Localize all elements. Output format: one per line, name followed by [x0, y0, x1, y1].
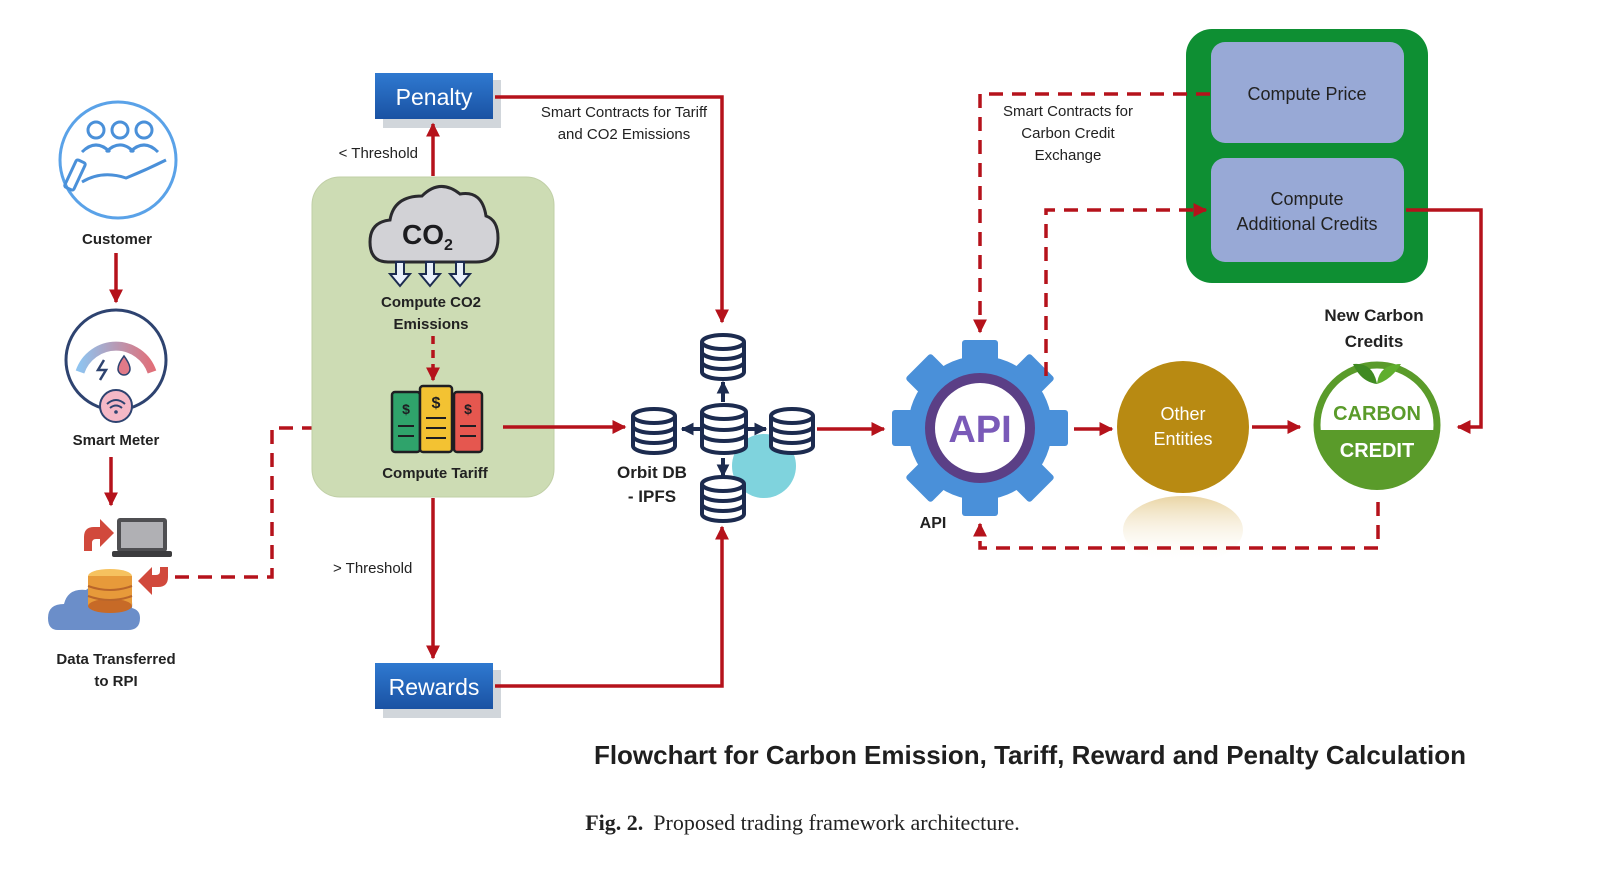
cloud-database-icon [48, 569, 140, 630]
figure-caption-text: Proposed trading framework architecture. [653, 810, 1020, 835]
new-carbon-label-1: New Carbon [1324, 306, 1423, 325]
database-icon-bottom [700, 475, 746, 523]
data-transfer-node: Data Transferred to RPI [48, 518, 176, 690]
co2-cloud-icon [368, 185, 500, 264]
smart-meter-label: Smart Meter [73, 432, 160, 449]
compute-price-box [1211, 42, 1404, 143]
credit-word: CREDIT [1340, 440, 1414, 462]
compute-additional-label-1: Compute [1270, 189, 1343, 209]
customer-node: Customer [58, 100, 178, 248]
co2-subscript: 2 [444, 237, 453, 254]
orbit-label-2: - IPFS [628, 487, 676, 506]
arrow-penalty-to-orbit [495, 95, 729, 324]
database-icon-top [700, 333, 746, 381]
other-entities-circle [1117, 361, 1249, 493]
penalty-box [375, 73, 493, 119]
api-gear-text: API [948, 409, 1011, 451]
database-icon-right [769, 407, 815, 455]
smart-contracts-tariff-label-1: Smart Contracts for Tariff [541, 104, 708, 121]
tariff-node: $ $ $ Compute Tariff [382, 384, 489, 482]
compute-additional-node: Compute Additional Credits [1211, 158, 1404, 262]
return-arrow-icon [138, 567, 168, 595]
data-transferred-label-2: to RPI [94, 673, 137, 690]
rewards-node: Rewards [375, 663, 501, 718]
smart-contracts-carbon-label-1: Smart Contracts for [1003, 103, 1133, 120]
compute-price-node: Compute Price [1211, 42, 1404, 143]
penalty-label: Penalty [396, 84, 473, 110]
other-entities-node: Other Entities [1117, 361, 1249, 564]
api-label: API [920, 515, 947, 532]
people-icon [63, 120, 167, 192]
dashed-arrow-rpi-to-tariff [175, 421, 368, 579]
compute-additional-label-2: Additional Credits [1236, 214, 1377, 234]
network-arrows-icon [680, 380, 768, 478]
customer-icon [58, 100, 178, 220]
greater-threshold-label: > Threshold [333, 560, 412, 577]
laptop-icon [112, 518, 172, 557]
api-gear-icon [892, 340, 1068, 516]
down-arrows-icon [387, 261, 473, 288]
smart-meter-node: Smart Meter [64, 308, 168, 449]
rewards-box [375, 663, 493, 709]
dashed-arrow-price-to-api [973, 92, 1210, 334]
curved-arrow-icon [84, 519, 114, 551]
arrow-rewards-to-orbit [495, 525, 729, 688]
less-threshold-label: < Threshold [339, 145, 418, 162]
database-icon-left [631, 407, 677, 455]
dashed-arrow-api-to-additional [1044, 203, 1208, 376]
other-entities-label-1: Other [1160, 404, 1205, 424]
co2-cloud-node: CO 2 Compute CO2 Emissions [368, 185, 500, 333]
compute-co2-label-2: Emissions [393, 316, 468, 333]
compute-additional-box [1211, 158, 1404, 262]
co2-symbol: CO [402, 219, 444, 250]
orbit-db-node: Orbit DB - IPFS [617, 333, 815, 523]
compute-co2-label-1: Compute CO2 [381, 294, 481, 311]
api-node: API API [892, 340, 1068, 532]
diagram-title: Flowchart for Carbon Emission, Tariff, R… [594, 740, 1466, 770]
leaf-icon [1353, 363, 1401, 384]
customer-label: Customer [82, 231, 152, 248]
penalty-node: Penalty [375, 73, 501, 128]
orbit-label-1: Orbit DB [617, 463, 687, 482]
figure-caption-label: Fig. 2. [585, 810, 644, 835]
carbon-credit-node: New Carbon Credits CARBON CREDIT [1313, 306, 1441, 490]
smart-contracts-tariff-label-2: and CO2 Emissions [558, 126, 691, 143]
smart-contracts-carbon-label-2: Carbon Credit [1021, 125, 1115, 142]
new-carbon-label-2: Credits [1345, 332, 1404, 351]
arrow-additional-to-carbon-credit [1406, 208, 1483, 434]
figure-caption: Fig. 2. Proposed trading framework archit… [0, 810, 1605, 836]
compute-price-label: Compute Price [1247, 84, 1366, 104]
tariff-dollar-left: $ [402, 401, 410, 417]
data-transferred-label-1: Data Transferred [56, 651, 175, 668]
carbon-credit-badge-icon [1313, 361, 1441, 490]
database-icon-center [700, 403, 748, 455]
other-entities-reflection [1123, 496, 1243, 564]
smart-contracts-carbon-label-3: Exchange [1035, 147, 1102, 164]
rewards-label: Rewards [389, 674, 480, 700]
other-entities-label-2: Entities [1153, 429, 1212, 449]
dashed-arrow-carbon-credit-to-api [973, 502, 1380, 550]
tariff-dollar-center: $ [432, 395, 441, 412]
tariff-dollar-right: $ [464, 401, 472, 417]
compute-tariff-label: Compute Tariff [382, 465, 489, 482]
carbon-word: CARBON [1333, 403, 1421, 425]
